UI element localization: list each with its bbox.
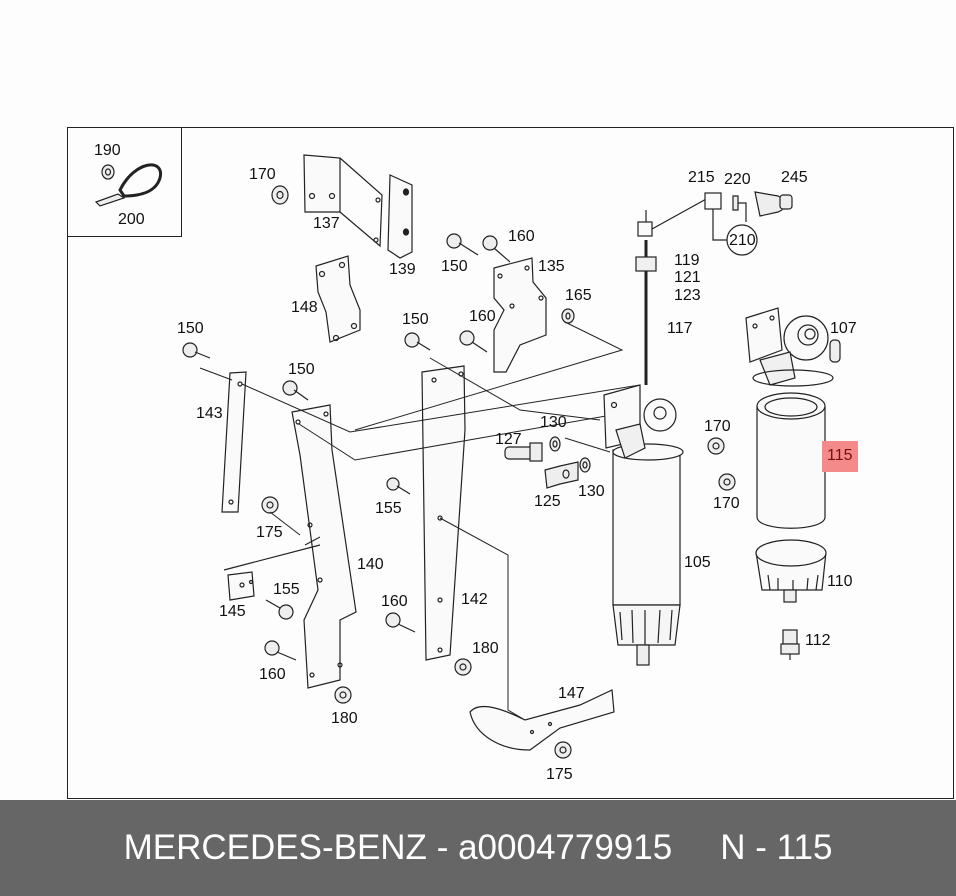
label-150: 150 bbox=[402, 311, 429, 328]
label-110: 110 bbox=[827, 573, 853, 590]
bolt-150-icon bbox=[404, 332, 431, 351]
connector-215-icon bbox=[704, 192, 728, 241]
washer-130-icon bbox=[549, 436, 561, 452]
bracket-140-icon bbox=[291, 404, 357, 689]
label-117: 117 bbox=[667, 320, 693, 337]
label-215: 215 bbox=[688, 169, 715, 186]
callout-210-icon bbox=[726, 224, 758, 256]
brand-dash: - bbox=[436, 828, 449, 867]
nut-170-icon bbox=[718, 473, 736, 491]
position-number: 115 bbox=[776, 828, 833, 867]
label-160: 160 bbox=[469, 308, 496, 325]
label-160: 160 bbox=[381, 593, 408, 610]
footer-banner: MERCEDES-BENZ - a0004779915 N - 115 bbox=[0, 800, 956, 896]
fuel-filter-105-icon bbox=[603, 197, 709, 666]
label-123: 123 bbox=[674, 287, 701, 304]
highlighted-part-115: 115 bbox=[822, 441, 858, 472]
label-150: 150 bbox=[288, 361, 315, 378]
label-155: 155 bbox=[375, 500, 402, 517]
clamp-147-icon bbox=[469, 689, 615, 751]
label-170: 170 bbox=[713, 495, 740, 512]
bracket-148-icon bbox=[315, 255, 361, 343]
bolt-160-icon bbox=[459, 330, 488, 353]
label-137: 137 bbox=[313, 215, 340, 232]
label-145: 145 bbox=[219, 603, 246, 620]
label-180: 180 bbox=[472, 640, 499, 657]
label-170: 170 bbox=[249, 166, 276, 183]
label-143: 143 bbox=[196, 405, 223, 422]
label-112: 112 bbox=[805, 632, 831, 649]
label-125: 125 bbox=[534, 493, 561, 510]
label-175: 175 bbox=[256, 524, 283, 541]
label-190: 190 bbox=[94, 142, 121, 159]
filter-head-107-icon bbox=[745, 307, 841, 387]
bolt-150-icon bbox=[282, 380, 309, 401]
label-147: 147 bbox=[558, 685, 585, 702]
strap-142-icon bbox=[421, 365, 466, 661]
strap-143-icon bbox=[221, 371, 247, 513]
bracket-135-icon bbox=[493, 257, 547, 373]
bolt-155-icon bbox=[265, 599, 294, 620]
clip-145-icon bbox=[223, 544, 321, 601]
washer-190-icon bbox=[101, 164, 115, 180]
washer-130-icon bbox=[579, 457, 591, 473]
drain-plug-112-icon bbox=[780, 629, 800, 660]
label-105: 105 bbox=[684, 554, 711, 571]
label-130: 130 bbox=[540, 414, 567, 431]
label-175: 175 bbox=[546, 766, 573, 783]
bolt-160-icon bbox=[482, 235, 511, 263]
bolt-160-icon bbox=[385, 612, 416, 633]
bracket-139-icon bbox=[387, 174, 413, 259]
label-180: 180 bbox=[331, 710, 358, 727]
washer-165-icon bbox=[561, 308, 575, 324]
label-127: 127 bbox=[495, 431, 522, 448]
cable-tie-200-icon bbox=[94, 163, 162, 207]
washer-170-icon bbox=[271, 185, 289, 205]
label-210: 210 bbox=[729, 232, 756, 249]
label-140: 140 bbox=[357, 556, 384, 573]
nut-175-icon bbox=[261, 496, 279, 514]
label-150: 150 bbox=[441, 258, 468, 275]
part-number: a0004779915 bbox=[458, 828, 673, 867]
nut-180-icon bbox=[454, 658, 472, 676]
cap-245-icon bbox=[754, 191, 793, 217]
nut-175-icon bbox=[554, 741, 572, 759]
brand-name: MERCEDES-BENZ bbox=[123, 828, 427, 867]
position-dash: - bbox=[755, 828, 767, 867]
label-150: 150 bbox=[177, 320, 204, 337]
bolt-150-icon bbox=[182, 342, 211, 359]
label-165: 165 bbox=[565, 287, 592, 304]
nut-170-icon bbox=[707, 437, 725, 455]
label-142: 142 bbox=[461, 591, 488, 608]
label-107: 107 bbox=[830, 320, 857, 337]
label-245: 245 bbox=[781, 169, 808, 186]
label-130: 130 bbox=[578, 483, 605, 500]
label-119: 119 bbox=[674, 252, 700, 269]
bolt-160-icon bbox=[264, 640, 297, 661]
label-135: 135 bbox=[538, 258, 565, 275]
filter-element-115-icon bbox=[756, 392, 826, 529]
bracket-137-icon bbox=[303, 154, 383, 248]
label-121: 121 bbox=[674, 269, 701, 286]
label-160: 160 bbox=[508, 228, 535, 245]
label-160: 160 bbox=[259, 666, 286, 683]
banjo-bolt-125-icon bbox=[544, 461, 579, 489]
water-bowl-110-icon bbox=[755, 539, 827, 603]
position-prefix: N bbox=[720, 828, 746, 867]
label-220: 220 bbox=[724, 171, 751, 188]
pin-127-icon bbox=[504, 442, 543, 462]
nut-180-icon bbox=[334, 686, 352, 704]
seal-220-icon bbox=[732, 195, 747, 222]
bolt-150-icon bbox=[446, 233, 479, 256]
label-170: 170 bbox=[704, 418, 731, 435]
label-155: 155 bbox=[273, 581, 300, 598]
label-148: 148 bbox=[291, 299, 318, 316]
label-139: 139 bbox=[389, 261, 416, 278]
label-200: 200 bbox=[118, 211, 145, 228]
bolt-155-icon bbox=[386, 477, 411, 495]
